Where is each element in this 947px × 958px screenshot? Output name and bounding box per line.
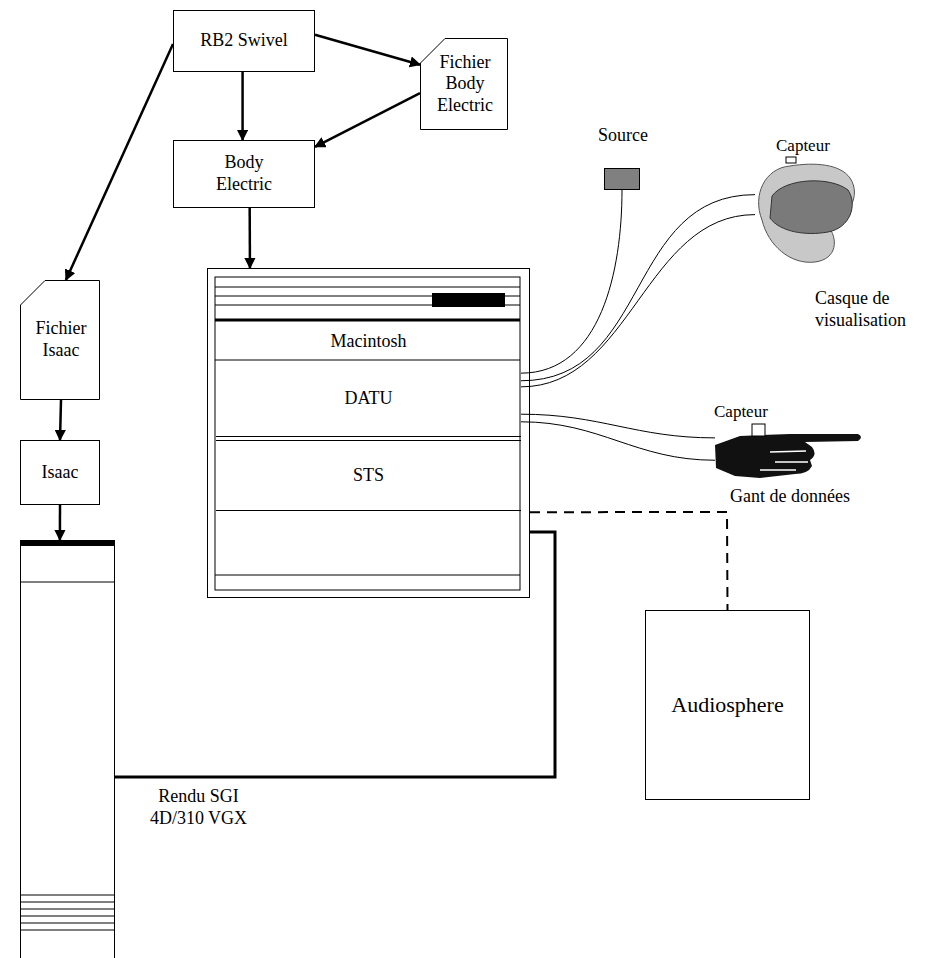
node-label: Isaac (42, 462, 79, 484)
node-label: STS (353, 465, 384, 487)
render-workstation: Rendu SGI 4D/310 VGX (20, 540, 115, 958)
rack-line (215, 319, 520, 322)
arrow-connector (248, 208, 251, 268)
visor (770, 181, 852, 234)
node-label: Source (583, 125, 663, 147)
rack-line (215, 575, 520, 576)
arrow-connector (315, 35, 420, 65)
file-outline-shape (421, 39, 508, 130)
source-emitter: Source (604, 168, 640, 190)
drive-slot (432, 293, 505, 307)
link-line (115, 532, 555, 777)
rack-line (215, 287, 520, 288)
sensor (752, 424, 765, 436)
sgi-line (20, 923, 115, 924)
cable (521, 414, 715, 438)
process-box: RB2 Swivel (173, 10, 315, 72)
process-box: Body Electric (173, 140, 315, 208)
node-label: DATU (345, 388, 393, 410)
head-mounted-display: Casque de visualisation (755, 160, 860, 265)
computer-rack: MacintoshDATU STS (207, 268, 530, 598)
rack-inner-frame (215, 277, 520, 590)
node-label: Body Electric (204, 152, 284, 195)
cable (521, 215, 755, 387)
node-label: Casque de visualisation (815, 288, 937, 331)
node-label: Audiosphere (671, 692, 783, 718)
file-shape: Fichier Body Electric (420, 38, 510, 130)
sensor (786, 157, 796, 163)
sensor-label: Capteur (776, 136, 830, 156)
arrow-connector (60, 400, 61, 440)
finger-lines (760, 451, 808, 470)
process-box: Isaac (20, 440, 100, 505)
sgi-line (20, 582, 115, 583)
file-shape: Fichier Isaac (20, 280, 102, 400)
sgi-line (20, 895, 115, 896)
node-label: Fichier Isaac (25, 318, 97, 361)
rack-module: STS (216, 440, 521, 511)
node-label: Fichier Body Electric (425, 52, 505, 117)
arrow-connector (241, 72, 244, 140)
rack-module: DATU (216, 361, 521, 437)
cable (521, 190, 622, 373)
cable (521, 422, 715, 460)
link-line (530, 512, 728, 610)
arrow-connector (59, 505, 62, 540)
hand (715, 434, 861, 478)
arrow-connector (66, 44, 173, 280)
audio-unit: Audiosphere (645, 610, 810, 800)
node-label: Rendu SGI 4D/310 VGX (131, 786, 266, 829)
sgi-line (20, 930, 115, 931)
data-glove: Gant de données (715, 428, 865, 480)
sgi-line (20, 916, 115, 917)
file-outline-shape (21, 281, 100, 400)
node-label: Gant de données (703, 486, 877, 508)
sensor-label: Capteur (714, 402, 768, 422)
sgi-line (20, 909, 115, 910)
cable (521, 195, 755, 381)
node-label: RB2 Swivel (200, 30, 288, 52)
node-label: Macintosh (216, 331, 521, 353)
head-outline (759, 164, 855, 262)
arrow-connector (315, 93, 420, 147)
sgi-line (20, 902, 115, 903)
